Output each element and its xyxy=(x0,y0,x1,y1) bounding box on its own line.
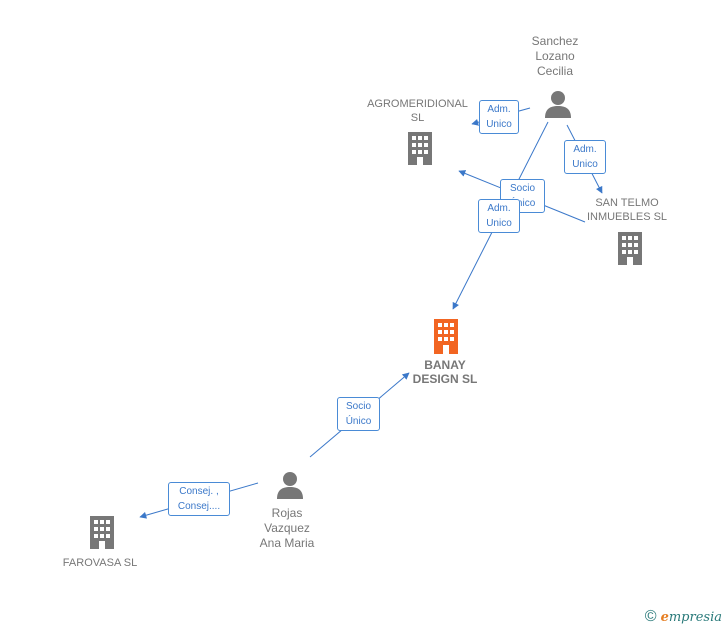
node-label-farovasa[interactable]: FAROVASA SL xyxy=(62,557,138,569)
node-label-sanchez[interactable]: Sanchez Lozano Cecilia xyxy=(531,34,579,78)
person-icon[interactable] xyxy=(275,470,305,500)
copyright-icon: © xyxy=(644,608,657,625)
footer-brand: ©empresia xyxy=(645,608,722,626)
node-label-san-telmo[interactable]: SAN TELMO INMUEBLES SL xyxy=(586,197,668,223)
node-label-agromeridional[interactable]: AGROMERIDIONAL SL xyxy=(367,98,468,124)
node-label-rojas[interactable]: Rojas Vazquez Ana Maria xyxy=(259,506,315,550)
building-icon[interactable] xyxy=(404,131,436,165)
edge-label-sanchez-santelmo[interactable]: Adm. Unico xyxy=(564,140,606,174)
brand-name: mpresia xyxy=(668,610,722,625)
brand-initial: e xyxy=(660,610,669,625)
edge-label-rojas-banay[interactable]: Socio Único xyxy=(337,397,380,431)
building-icon[interactable] xyxy=(614,231,646,265)
edge-label-sanchez-agromeridional[interactable]: Adm. Unico xyxy=(479,100,519,134)
node-label-banay[interactable]: BANAY DESIGN SL xyxy=(412,358,478,386)
edge-label-rojas-farovasa[interactable]: Consej. , Consej.... xyxy=(168,482,230,516)
building-focus-icon[interactable] xyxy=(430,318,462,354)
edge-label-sanchez-banay[interactable]: Adm. Unico xyxy=(478,199,520,233)
person-icon[interactable] xyxy=(543,89,573,119)
building-icon[interactable] xyxy=(86,515,118,549)
